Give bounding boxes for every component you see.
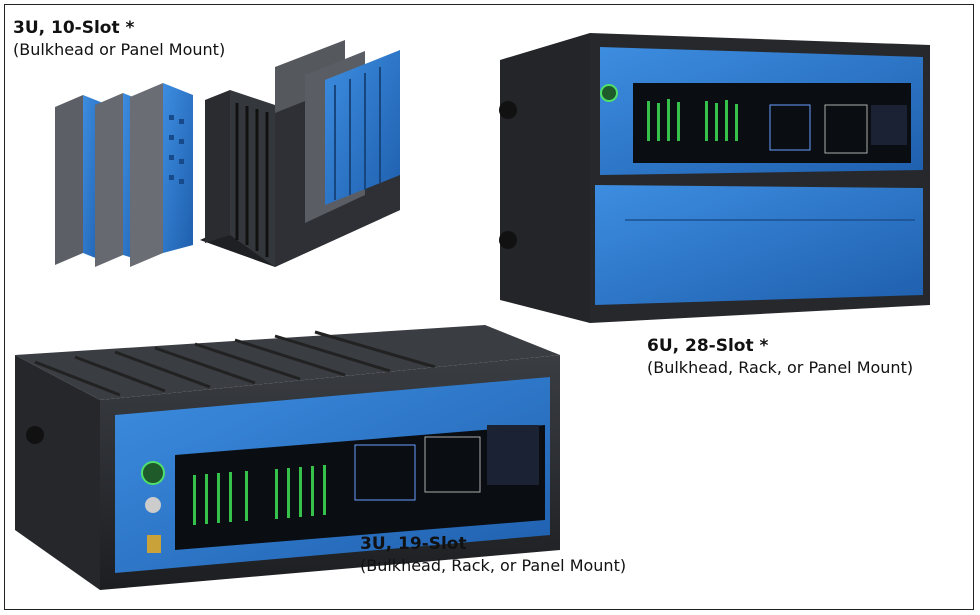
product-title: 3U, 19-Slot: [360, 534, 467, 554]
product-title: 6U, 28-Slot *: [647, 336, 769, 356]
product-label-3u-10-slot: 3U, 10-Slot * (Bulkhead or Panel Mount): [13, 17, 225, 60]
product-label-3u-19-slot: 3U, 19-Slot (Bulkhead, Rack, or Panel Mo…: [360, 533, 626, 576]
product-mount-options: (Bulkhead, Rack, or Panel Mount): [647, 358, 914, 377]
chassis-6u-28-slot: [499, 33, 930, 323]
rack-cage-10-slot: [200, 40, 400, 267]
module-cards: [55, 83, 193, 267]
product-label-6u-28-slot: 6U, 28-Slot * (Bulkhead, Rack, or Panel …: [647, 335, 913, 378]
product-mount-options: (Bulkhead or Panel Mount): [13, 40, 226, 59]
product-title: 3U, 10-Slot *: [13, 18, 135, 38]
chassis-3u-19-slot: [15, 325, 560, 590]
product-illustration: [15, 33, 930, 590]
product-mount-options: (Bulkhead, Rack, or Panel Mount): [360, 556, 627, 575]
figure-frame: 3U, 10-Slot * (Bulkhead or Panel Mount) …: [4, 4, 974, 610]
